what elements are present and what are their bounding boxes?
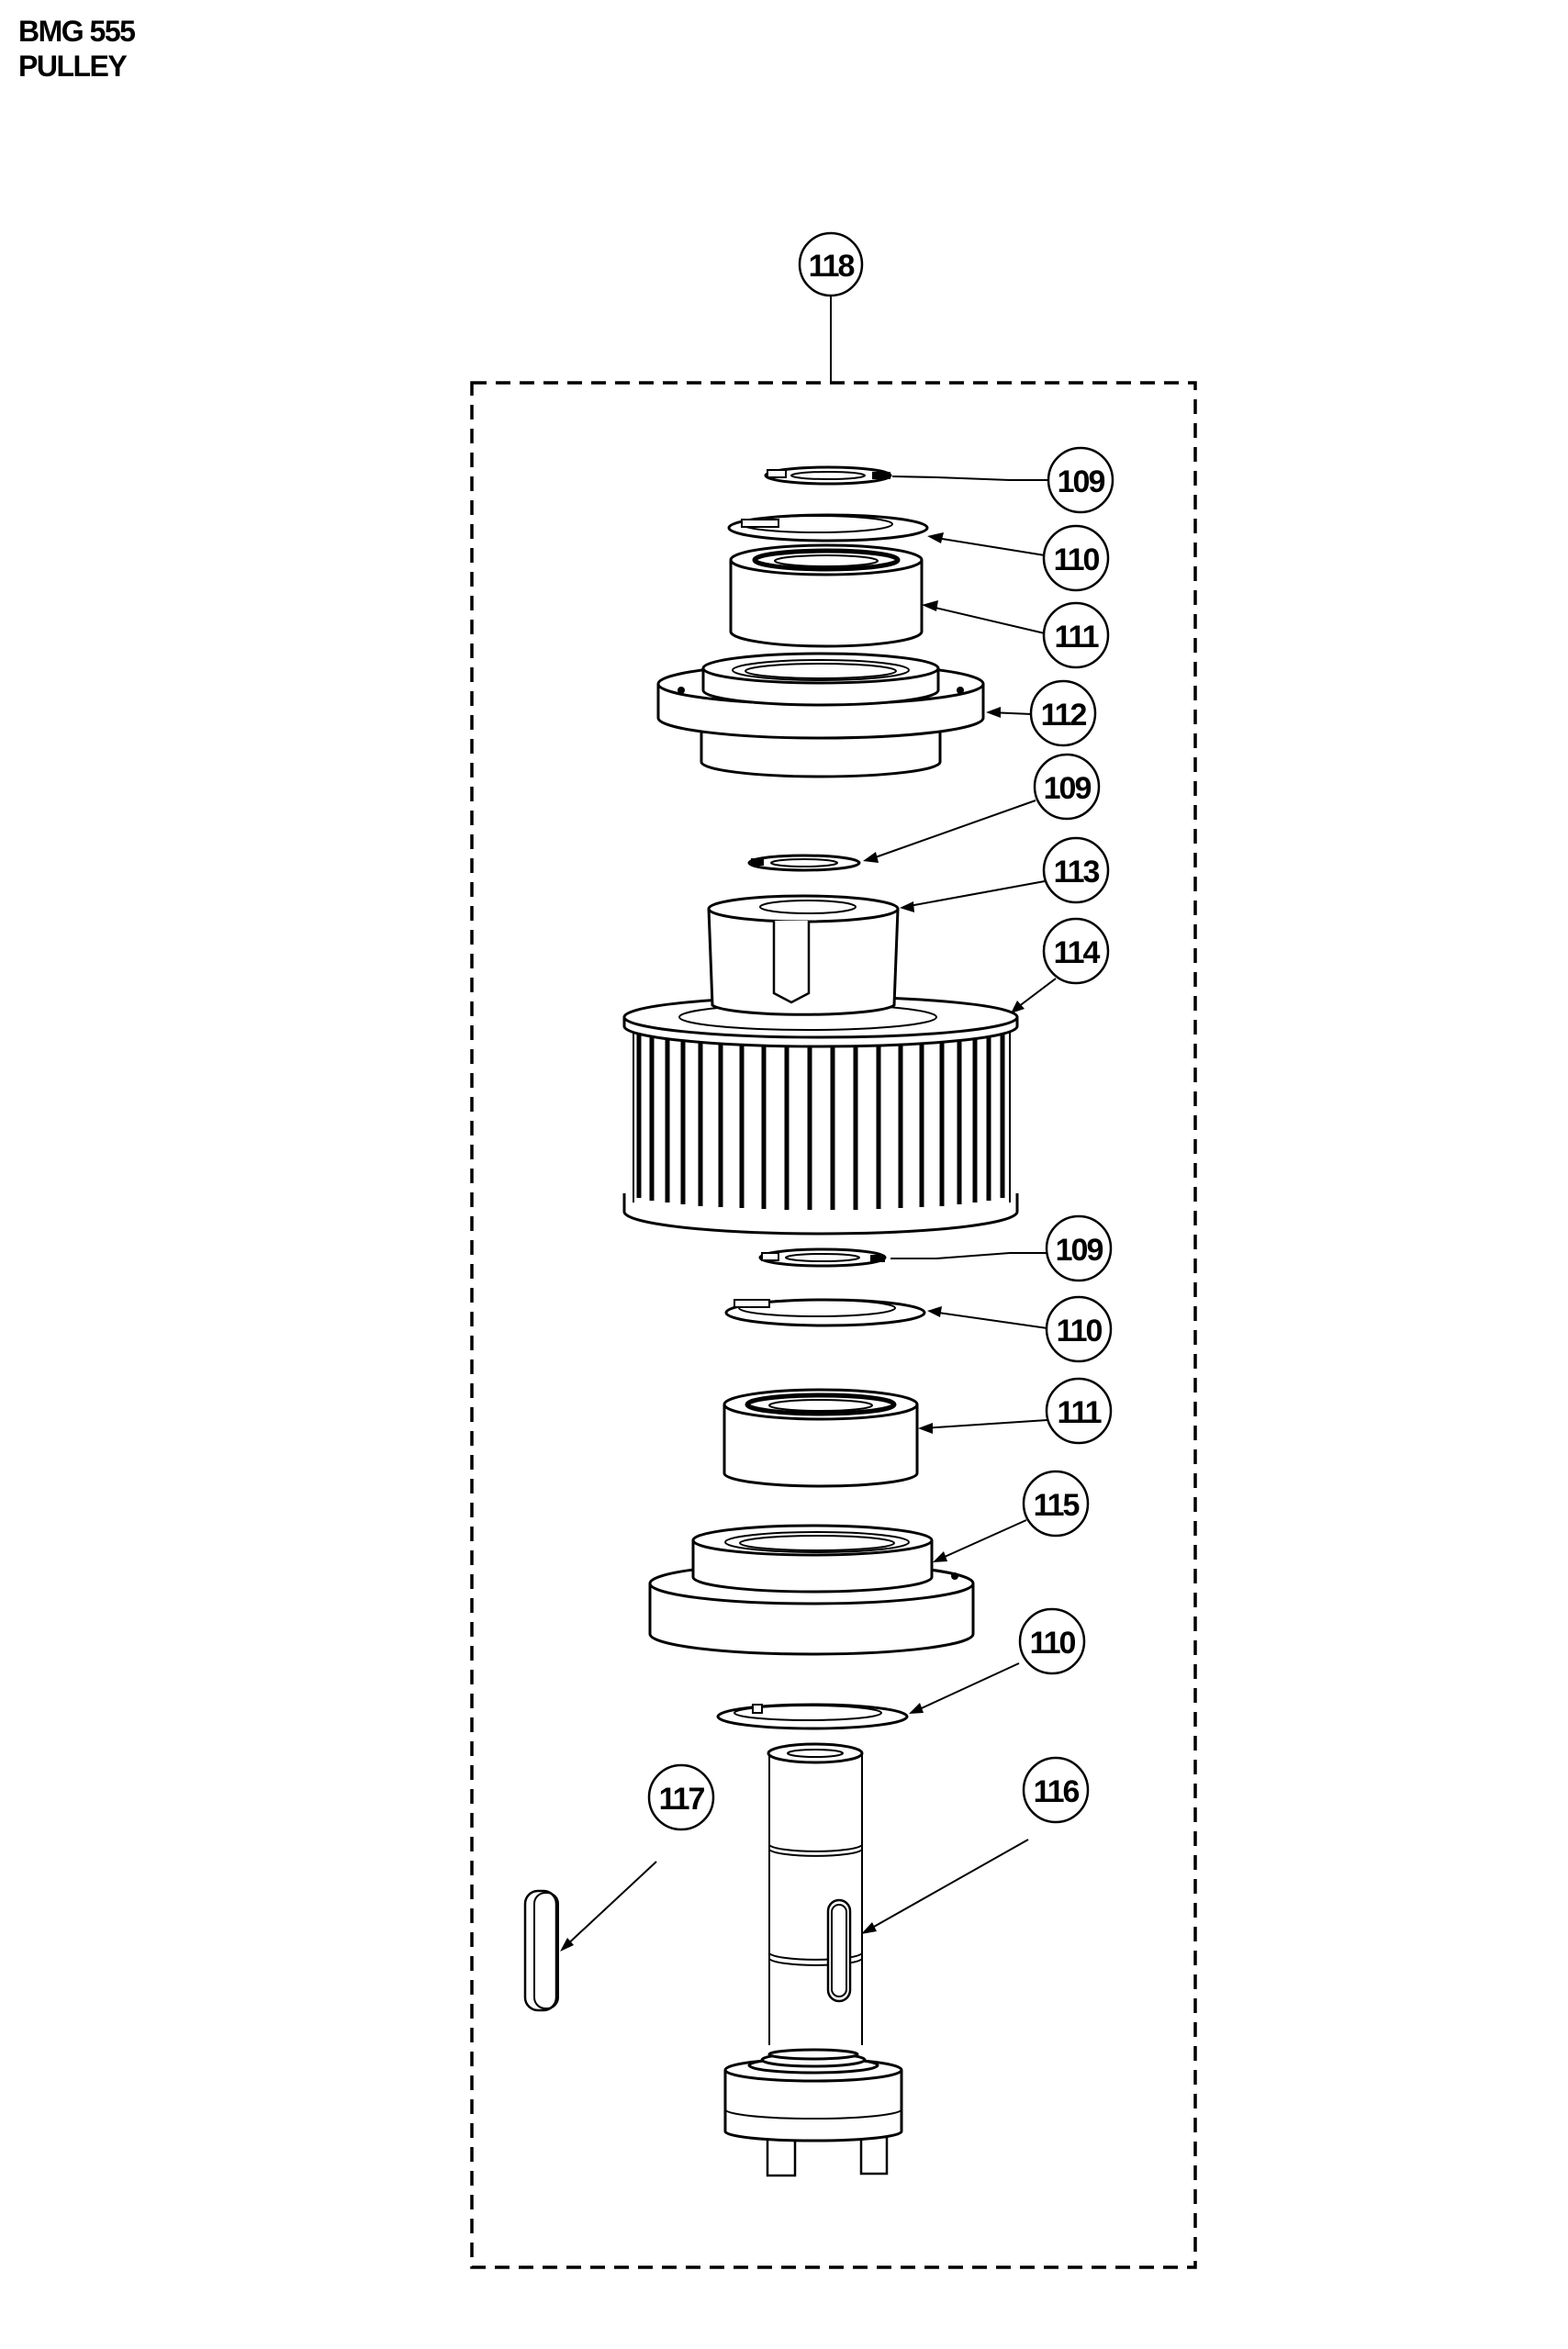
callout-110-middle[interactable]: 110 [1045,1295,1113,1363]
timing-pulley [622,995,1019,1236]
bushing [707,894,900,1016]
callout-label: 110 [1054,543,1100,577]
leader-lines [560,475,1057,1952]
callout-label: 111 [1055,620,1099,654]
callout-118[interactable]: 118 [798,231,864,297]
callout-115[interactable]: 115 [1022,1470,1090,1538]
callout-label: 118 [809,249,855,284]
callout-111-lower[interactable]: 111 [1045,1377,1113,1445]
callout-114[interactable]: 114 [1042,917,1110,985]
callout-label: 117 [659,1782,705,1817]
callout-label: 113 [1054,855,1100,889]
assembly-group-118 [470,296,1197,2269]
callout-117[interactable]: 117 [647,1763,715,1831]
callout-label: 109 [1056,1233,1103,1268]
callout-label: 109 [1044,771,1092,806]
callout-label: 115 [1034,1488,1080,1523]
key [523,1889,559,2012]
snap-ring-middle [747,854,861,872]
callout-label: 110 [1030,1626,1076,1661]
callout-label: 112 [1041,698,1087,733]
callout-109-middle[interactable]: 109 [1033,753,1101,821]
bearing-upper [729,543,924,648]
callout-label: 110 [1057,1314,1103,1348]
callout-label: 116 [1034,1774,1080,1809]
callout-109-lower[interactable]: 109 [1045,1214,1113,1282]
callout-112[interactable]: 112 [1029,679,1097,747]
callout-113[interactable]: 113 [1042,836,1110,904]
model-title: BMG 555 [18,15,136,48]
bearing-housing-upper [656,652,985,778]
callout-116[interactable]: 116 [1022,1756,1090,1824]
callout-label: 111 [1058,1395,1102,1430]
snap-ring-top [764,465,892,486]
shaft [767,1742,864,2045]
bearing-housing-lower [648,1524,975,1656]
callout-label: 114 [1054,935,1101,970]
assembly-title: PULLEY [18,50,128,83]
snap-ring-lower [758,1247,887,1268]
callout-label: 109 [1058,464,1105,499]
callout-110-upper[interactable]: 110 [1042,524,1110,592]
pulley-teeth [636,1033,1005,1210]
callout-110-lower[interactable]: 110 [1018,1607,1086,1675]
bearing-lower [722,1388,919,1488]
callout-111-upper[interactable]: 111 [1042,601,1110,669]
callout-109-top[interactable]: 109 [1047,446,1114,514]
retaining-ring-upper [727,513,929,543]
retaining-ring-middle [724,1298,926,1327]
shaft-base [723,2048,903,2177]
retaining-ring-lower [716,1703,909,1730]
